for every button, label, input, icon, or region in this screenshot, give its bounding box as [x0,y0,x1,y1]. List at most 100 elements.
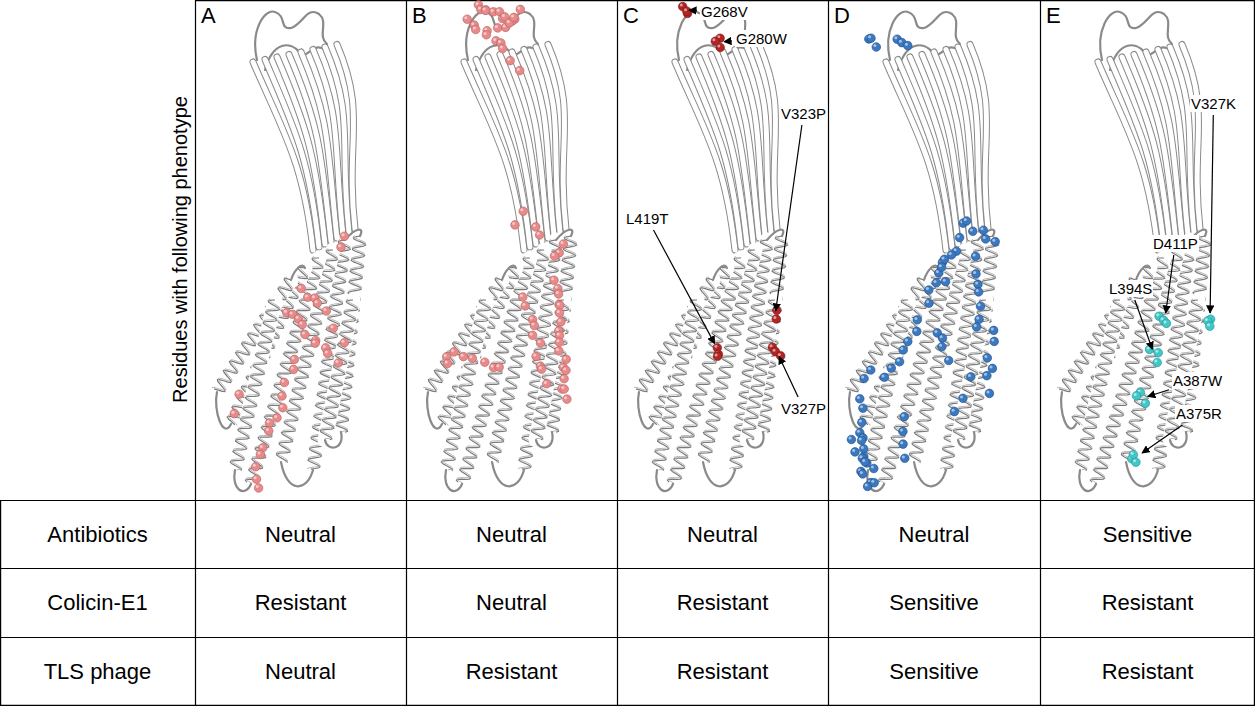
cell-text: Sensitive [889,659,978,685]
residue-sphere [899,427,908,436]
structure-panel: D [828,0,1040,500]
sphere-highlight [714,345,717,348]
sphere-highlight [557,333,560,336]
residue-sphere [976,302,985,311]
residue-sphere [860,374,869,383]
row-header: Antibiotics [0,500,195,569]
sphere-highlight [974,324,977,327]
sphere-highlight [561,241,564,244]
sphere-highlight [859,438,862,441]
sphere-highlight [984,355,987,358]
leader-arrow [776,125,802,311]
sphere-highlight [882,374,885,377]
residue-sphere [559,240,568,249]
leader-arrow [1210,115,1213,313]
sphere-highlight [507,58,510,61]
leader-arrow [1135,300,1153,349]
sphere-highlight [991,339,994,342]
sphere-highlight [279,393,282,396]
sphere-highlight [280,405,283,408]
sphere-highlight [520,294,523,297]
sphere-highlight [267,420,270,423]
sphere-highlight [444,354,447,357]
sphere-highlight [335,360,338,363]
sphere-highlight [564,396,567,399]
sphere-highlight [557,302,560,305]
table-cell: Neutral [195,500,406,569]
sphere-highlight [302,332,305,335]
sphere-highlight [861,446,864,449]
residue-sphere [340,338,349,347]
sphere-highlight [563,367,566,370]
residue-sphere [1153,358,1162,367]
residue-sphere [230,409,239,418]
table-cell: Sensitive [1040,500,1255,569]
residue-sphere [974,288,983,297]
mutation-label: A387W [1172,372,1223,389]
cell-text: Resistant [677,659,769,685]
sphere-highlight [684,8,687,11]
sphere-highlight [934,330,937,333]
residue-sphere [772,315,781,324]
residue-sphere [1154,348,1163,357]
residue-sphere [932,279,941,288]
residue-sphere [560,374,569,383]
residue-sphere [972,323,981,332]
protein-structure [212,12,366,492]
residue-sphere [463,15,472,24]
mutation-label: A375R [1175,405,1223,422]
mutation-label: L394S [1108,280,1153,297]
mutation-label: G280W [735,30,788,47]
sphere-highlight [530,317,533,320]
column-line [406,0,407,706]
residue-sphere [955,233,964,242]
residue-sphere [265,419,274,428]
residue-sphere [519,293,528,302]
residue-sphere [971,252,980,261]
residue-sphere [510,13,519,22]
sphere-highlight [483,8,486,11]
sphere-highlight [517,68,520,71]
residue-sphere [542,380,551,389]
sphere-highlight [868,35,871,38]
cell-text: TLS phage [44,659,152,685]
sphere-highlight [537,232,540,235]
sphere-highlight [330,325,333,328]
column-line [617,0,618,706]
leader-arrow [654,230,715,344]
residue-sphere [913,327,922,336]
residue-sphere [983,354,992,363]
table-cell: Neutral [195,637,406,706]
sphere-highlight [942,256,945,259]
cell-text: Resistant [1102,590,1194,616]
residue-sphere [443,359,452,368]
residue-sphere [990,337,999,346]
leader-arrow [724,40,732,42]
sphere-highlight [939,344,942,347]
sphere-highlight [865,484,868,487]
mutation-label: V327P [780,400,827,417]
residue-sphere [301,330,310,339]
sphere-highlight [471,22,474,25]
cell-text: Neutral [476,590,547,616]
sphere-highlight [530,332,533,335]
residue-sphere [450,348,459,357]
sphere-highlight [983,236,986,239]
sphere-highlight [715,353,718,356]
sphere-highlight [315,300,318,303]
sphere-highlight [939,264,942,267]
residue-sphere [252,475,261,484]
sphere-highlight [991,328,994,331]
residue-sphere [289,365,298,374]
residue-sphere [870,464,879,473]
sphere-highlight [970,228,973,231]
sphere-highlight [551,277,554,280]
residue-sphere [1132,458,1141,467]
residue-sphere [560,385,569,394]
residue-sphere [872,43,881,52]
sphere-highlight [292,357,295,360]
column-line [828,0,829,706]
residue-sphere [337,243,346,252]
residue-sphere [941,277,950,286]
residue-sphere [493,24,502,33]
